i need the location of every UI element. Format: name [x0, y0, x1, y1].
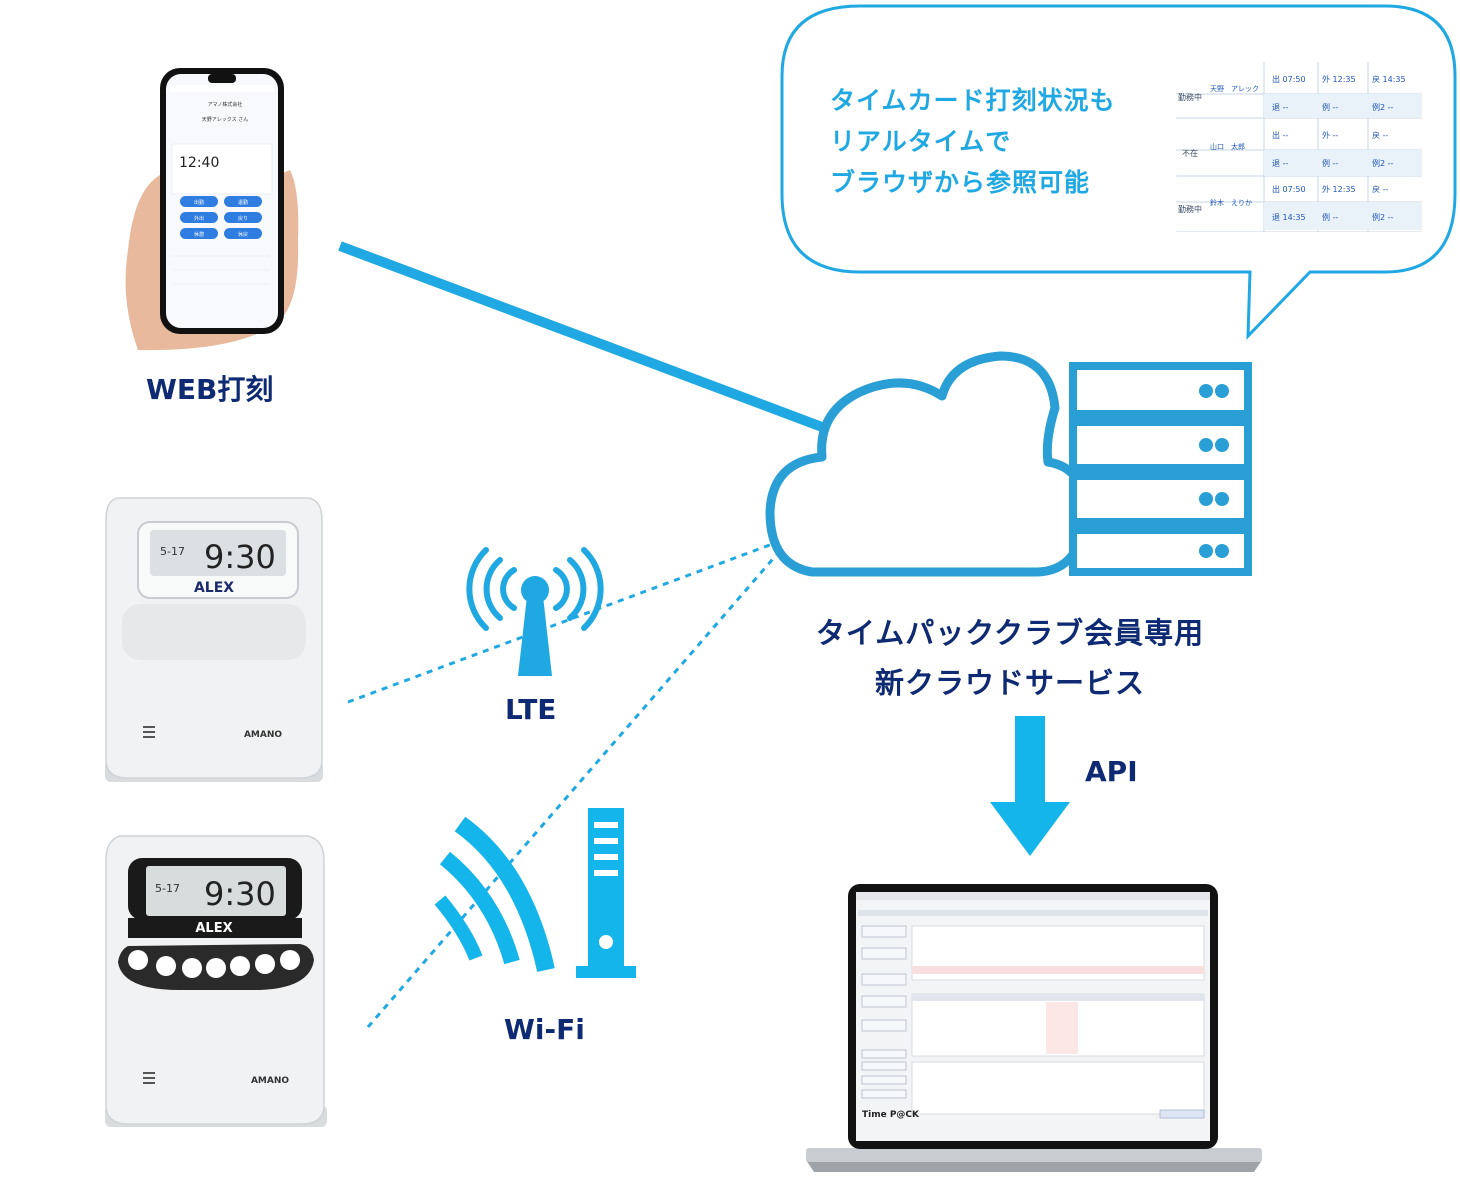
clock2-maker: AMANO — [251, 1076, 289, 1086]
laptop-footer-brand: Time P@CK — [862, 1110, 920, 1120]
phone-button-3[interactable]: 外出 — [194, 215, 204, 222]
status-row2-rest2: 例2 -- — [1372, 159, 1394, 168]
lte-connection-line — [347, 541, 776, 704]
api-label: API — [1085, 755, 1138, 788]
phone-button-5[interactable]: 休憩 — [194, 231, 204, 238]
status-row3-rest: 例 -- — [1322, 213, 1339, 222]
time-clock-lte-image: 5-17 9:30 ALEX AMANO — [105, 497, 323, 782]
status-row3-out: 外 12:35 — [1322, 185, 1356, 194]
clock2-time: 9:30 — [204, 875, 276, 913]
router-icon — [576, 808, 636, 978]
status-row1-name: 天野 アレック — [1210, 85, 1259, 93]
speech-bubble — [780, 4, 1457, 340]
status-row2-status: 不在 — [1182, 149, 1198, 158]
wifi-signal-icon — [434, 816, 555, 972]
phone-clock: 12:40 — [179, 155, 219, 171]
status-row2-rest: 例 -- — [1322, 159, 1339, 168]
lte-antenna-icon — [466, 547, 604, 676]
status-row3-rest2: 例2 -- — [1372, 213, 1394, 222]
status-row1-in: 出 07:50 — [1272, 75, 1306, 84]
clock1-time: 9:30 — [204, 538, 276, 576]
status-row3-status: 勤務中 — [1178, 205, 1202, 214]
clock1-date: 5-17 — [160, 545, 185, 558]
bubble-caption: タイムカード打刻状況も リアルタイムで ブラウザから参照可能 — [830, 80, 1116, 203]
time-clock-wifi-image: 5-17 9:30 ALEX AMANO — [105, 835, 327, 1127]
phone-button-1[interactable]: 出勤 — [194, 199, 204, 206]
status-row1-leave: 退 -- — [1272, 103, 1289, 112]
clock1-maker: AMANO — [244, 730, 282, 740]
clock2-brand: ALEX — [195, 921, 232, 936]
phone-button-2[interactable]: 退勤 — [238, 199, 248, 206]
status-row1-rest2: 例2 -- — [1372, 103, 1394, 112]
status-row3-name: 鈴木 えりか — [1210, 199, 1252, 207]
status-row3-leave: 退 14:35 — [1272, 213, 1306, 222]
status-row2-out: 外 -- — [1322, 131, 1339, 140]
status-row1-status: 勤務中 — [1178, 93, 1202, 102]
status-row3-in: 出 07:50 — [1272, 185, 1306, 194]
cloud-label-line-1: タイムパッククラブ会員専用 — [815, 616, 1205, 650]
cloud-icon — [765, 351, 1090, 577]
status-row1-out: 外 12:35 — [1322, 75, 1356, 84]
status-row2-back: 戻 -- — [1372, 131, 1389, 140]
status-row2-name: 山口 太郎 — [1210, 143, 1245, 151]
bubble-line-3: ブラウザから参照可能 — [830, 168, 1091, 197]
status-row2-leave: 退 -- — [1272, 159, 1289, 168]
bubble-line-2: リアルタイムで — [830, 127, 1012, 156]
wifi-label: Wi-Fi — [504, 1013, 585, 1046]
clock2-date: 5-17 — [155, 882, 180, 895]
phone-user: 天野アレックス さん — [202, 116, 248, 123]
phone-company: アマノ株式会社 — [208, 101, 243, 108]
web-label: WEB打刻 — [146, 373, 274, 406]
status-row1-rest: 例 -- — [1322, 103, 1339, 112]
status-row2-in: 出 -- — [1272, 131, 1289, 140]
laptop-image: Time P@CK — [806, 884, 1262, 1172]
wifi-connection-line — [366, 552, 780, 1028]
cloud-label-line-2: 新クラウドサービス — [874, 666, 1145, 700]
clock1-brand: ALEX — [194, 580, 234, 596]
lte-label: LTE — [505, 693, 557, 726]
api-arrow-icon — [990, 716, 1070, 856]
phone-button-6[interactable]: 休戻 — [238, 231, 248, 238]
status-row3-back: 戻 -- — [1372, 185, 1389, 194]
status-row1-back: 戻 14:35 — [1372, 75, 1406, 84]
smartphone-image: アマノ株式会社 天野アレックス さん 12:40 出勤 退勤 外出 戻り 休憩 … — [125, 68, 299, 351]
server-icon — [1069, 362, 1252, 576]
web-connection-line — [338, 241, 832, 435]
status-table: 勤務中 天野 アレック 出 07:50 外 12:35 戻 14:35 退 --… — [1176, 62, 1422, 233]
phone-button-4[interactable]: 戻り — [238, 215, 248, 222]
cloud-service-label: タイムパッククラブ会員専用 新クラウドサービス — [790, 608, 1230, 708]
bubble-line-1: タイムカード打刻状況も — [830, 86, 1116, 115]
